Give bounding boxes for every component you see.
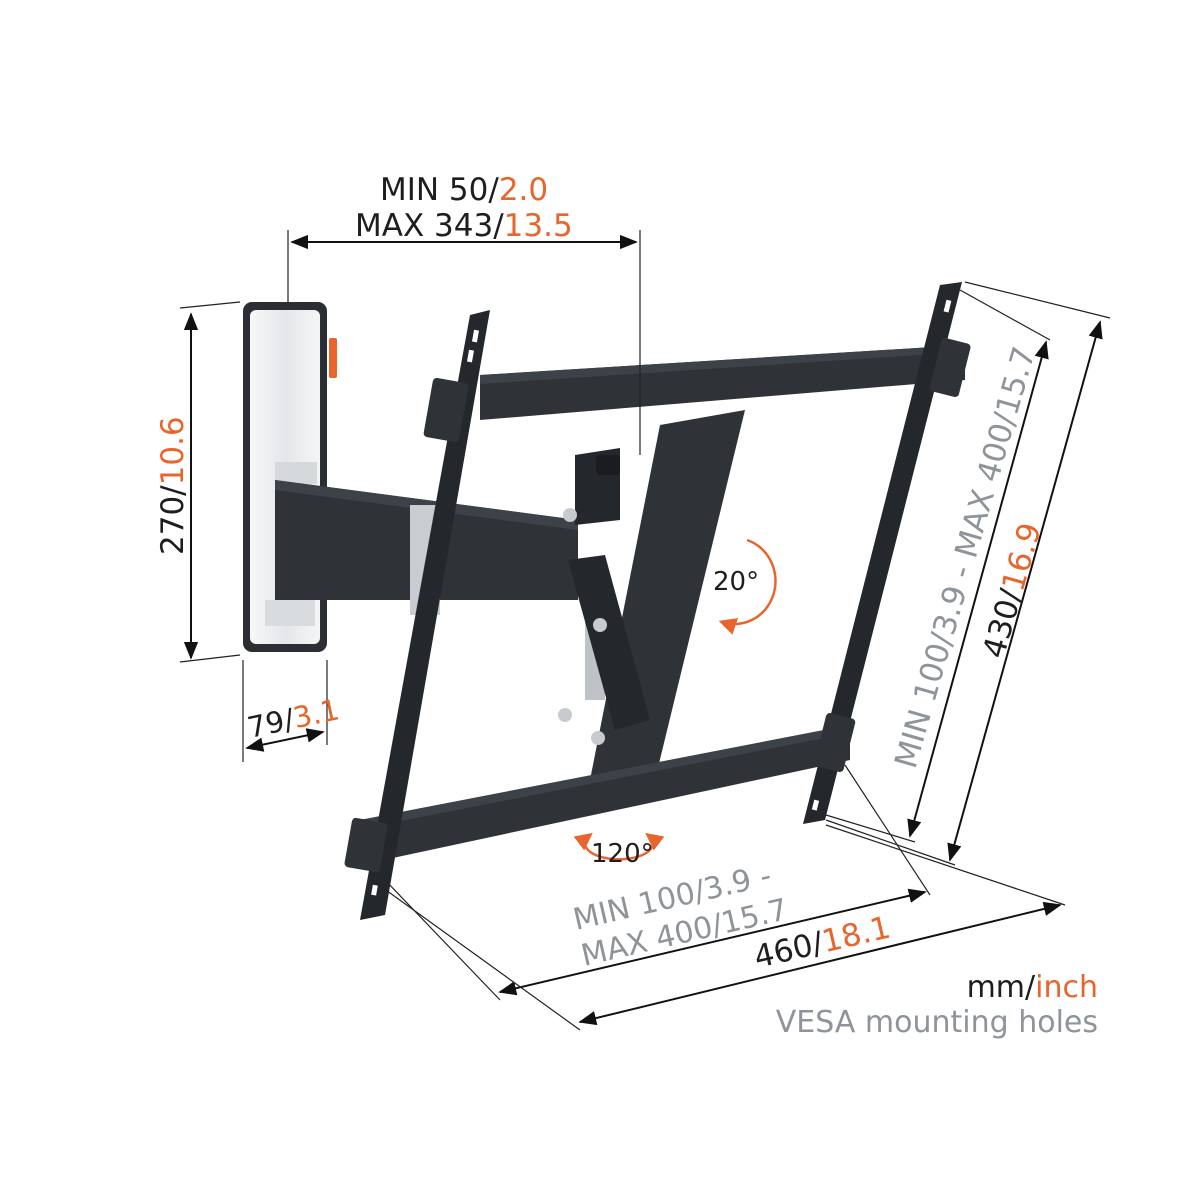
vesa-legend: VESA mounting holes <box>776 1005 1098 1040</box>
tilt-indicator <box>718 538 777 635</box>
arm-max-label: MAX 343/13.5 <box>355 208 573 244</box>
orange-tab <box>329 338 337 378</box>
arm-min-label: MIN 50/2.0 <box>380 172 548 208</box>
units-legend: mm/inch <box>967 970 1098 1005</box>
tilt-bracket <box>558 410 745 780</box>
articulating-arm <box>275 448 620 700</box>
dimension-lines <box>179 230 1111 1031</box>
wall-plate-height-label: 270/10.6 <box>155 416 191 555</box>
tilt-arrow-icon <box>718 538 777 635</box>
swivel-arrow-icon <box>573 832 665 861</box>
swivel-indicator <box>573 832 665 861</box>
swivel-angle-label: 120° <box>591 839 654 869</box>
tilt-angle-label: 20° <box>713 567 759 597</box>
